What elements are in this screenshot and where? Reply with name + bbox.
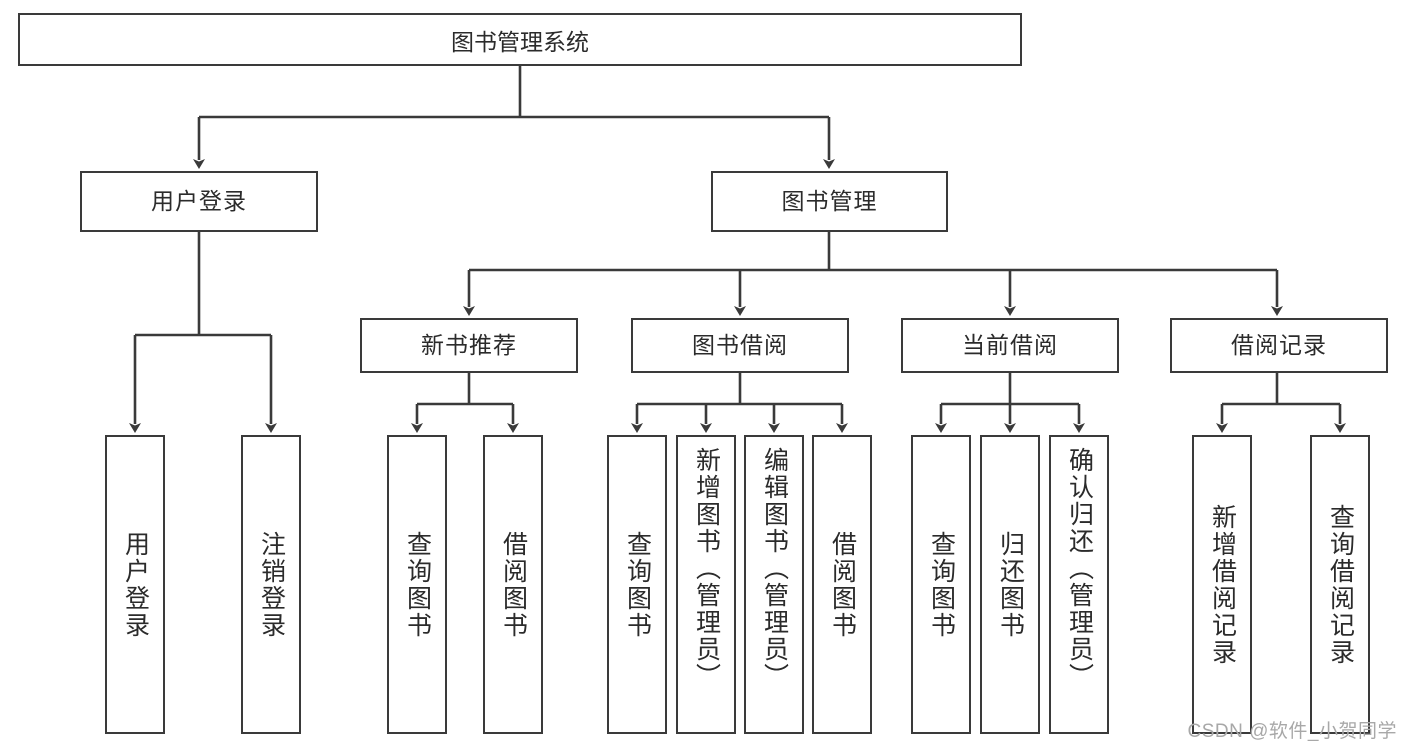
- leaf-label: 注销登录: [257, 530, 286, 639]
- node-book-borrow-label: 图书借阅: [692, 331, 788, 358]
- node-borrow-record-label: 借阅记录: [1231, 331, 1327, 358]
- leaf-current-borrow-return[interactable]: 归还图书: [980, 435, 1040, 734]
- leaf-label: 归还图书: [996, 530, 1025, 639]
- node-root-label: 图书管理系统: [451, 28, 589, 55]
- leaf-book-borrow-query[interactable]: 查询图书: [607, 435, 667, 734]
- leaf-label: 编辑图书（管理员）: [760, 447, 789, 690]
- node-book-management-label: 图书管理: [781, 187, 878, 214]
- node-user-login[interactable]: 用户登录: [80, 171, 318, 232]
- leaf-borrow-record-query[interactable]: 查询借阅记录: [1310, 435, 1370, 734]
- leaf-new-book-borrow[interactable]: 借阅图书: [483, 435, 543, 734]
- node-new-book-recommend-label: 新书推荐: [421, 331, 517, 358]
- leaf-label: 确认归还（管理员）: [1065, 447, 1094, 690]
- leaf-label: 新增借阅记录: [1208, 503, 1237, 666]
- leaf-user-login-signout[interactable]: 注销登录: [241, 435, 301, 734]
- watermark-text: CSDN @软件_小贺同学: [1187, 721, 1397, 742]
- leaf-new-book-query[interactable]: 查询图书: [387, 435, 447, 734]
- node-new-book-recommend[interactable]: 新书推荐: [360, 318, 578, 373]
- leaf-label: 查询图书: [623, 530, 652, 639]
- leaf-label: 用户登录: [121, 530, 150, 639]
- node-current-borrow[interactable]: 当前借阅: [901, 318, 1119, 373]
- node-borrow-record[interactable]: 借阅记录: [1170, 318, 1388, 373]
- node-user-login-label: 用户登录: [151, 187, 247, 214]
- leaf-label: 查询图书: [927, 530, 956, 639]
- leaf-user-login-signin[interactable]: 用户登录: [105, 435, 165, 734]
- leaf-book-borrow-edit[interactable]: 编辑图书（管理员）: [744, 435, 804, 734]
- node-book-borrow[interactable]: 图书借阅: [631, 318, 849, 373]
- leaf-current-borrow-query[interactable]: 查询图书: [911, 435, 971, 734]
- node-current-borrow-label: 当前借阅: [962, 331, 1058, 358]
- leaf-label: 借阅图书: [499, 530, 528, 639]
- leaf-current-borrow-confirm-return[interactable]: 确认归还（管理员）: [1049, 435, 1109, 734]
- leaf-label: 查询借阅记录: [1326, 503, 1355, 666]
- leaf-borrow-record-add[interactable]: 新增借阅记录: [1192, 435, 1252, 734]
- leaf-label: 查询图书: [403, 530, 432, 639]
- leaf-label: 借阅图书: [828, 530, 857, 639]
- leaf-book-borrow-borrow[interactable]: 借阅图书: [812, 435, 872, 734]
- node-book-management[interactable]: 图书管理: [711, 171, 948, 232]
- leaf-book-borrow-add[interactable]: 新增图书（管理员）: [676, 435, 736, 734]
- node-root-system[interactable]: 图书管理系统: [18, 13, 1022, 66]
- leaf-label: 新增图书（管理员）: [692, 447, 721, 690]
